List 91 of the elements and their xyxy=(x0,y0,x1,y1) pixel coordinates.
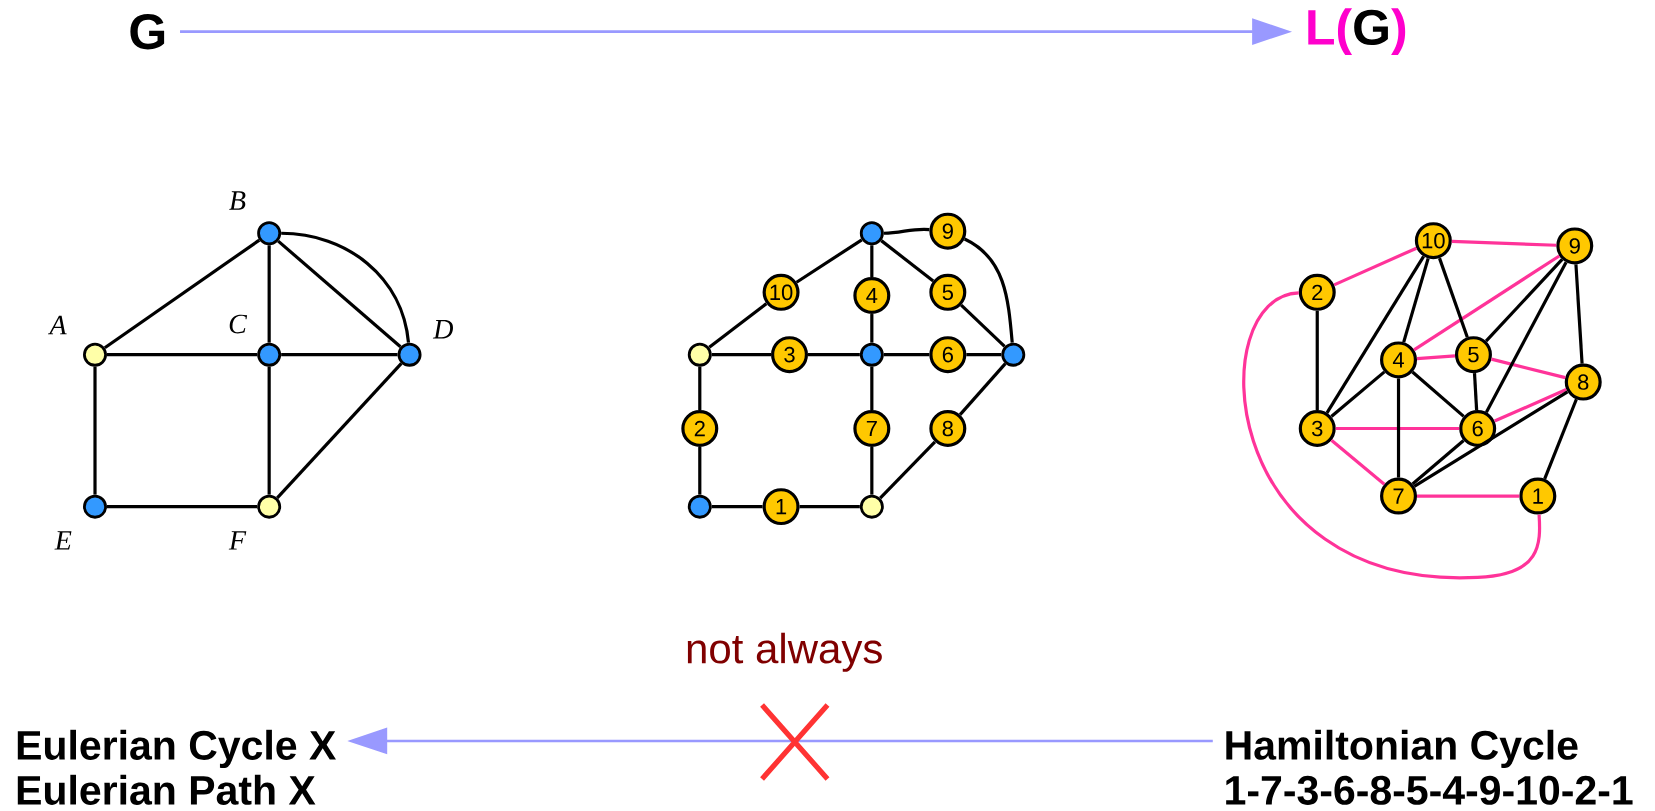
graph-edge xyxy=(870,447,874,495)
graph-edge xyxy=(708,302,768,349)
vertex-label: A xyxy=(48,316,67,335)
graph-edge xyxy=(1411,439,1465,486)
graph-edge xyxy=(1315,311,1319,411)
graph-edge xyxy=(870,366,874,411)
graph-edge xyxy=(1402,258,1430,343)
numbered-vertex: 7 xyxy=(1380,477,1417,515)
numbered-vertex: 9 xyxy=(1556,227,1594,265)
graph-edge xyxy=(966,353,1002,357)
graph-edge xyxy=(879,440,937,500)
graph-edge xyxy=(103,239,261,350)
numbered-vertex: 4 xyxy=(1380,341,1417,379)
numbered-vertex: 4 xyxy=(853,277,891,315)
vertex-dot xyxy=(687,494,712,519)
graph-edge xyxy=(1413,390,1569,488)
graph-edge xyxy=(1396,378,1401,478)
graph-edge xyxy=(711,505,763,509)
graph-edge xyxy=(1335,427,1460,431)
graph-edge xyxy=(1484,261,1568,414)
graph-edge xyxy=(281,231,411,344)
vertex-dot xyxy=(859,494,884,519)
numbered-vertex: 2 xyxy=(681,410,719,448)
vertex-dot xyxy=(687,342,712,367)
graph-edge xyxy=(107,353,258,357)
graph-title: L(G) xyxy=(1308,8,1406,56)
numbered-vertex: 6 xyxy=(929,336,967,374)
numbered-vertex: 1 xyxy=(1519,477,1557,515)
graph-edge xyxy=(1417,494,1520,498)
graph-edge xyxy=(267,366,271,495)
graph-edge xyxy=(276,362,403,500)
numbered-vertex: 5 xyxy=(1454,336,1492,374)
numbered-vertex: 5 xyxy=(929,274,967,312)
graph-edge xyxy=(799,505,860,509)
graph-edge xyxy=(1411,371,1465,418)
graph-edge xyxy=(1451,239,1557,248)
graph-edge xyxy=(281,353,398,357)
numbered-vertex: 8 xyxy=(929,410,967,448)
graph-edge xyxy=(267,245,271,343)
graph-edge xyxy=(958,362,1007,416)
vertex-label: E xyxy=(54,531,72,550)
graph-edge xyxy=(1242,291,1542,580)
numbered-vertex: 10 xyxy=(1414,222,1452,260)
graph-edge xyxy=(1330,370,1386,418)
numbered-vertex: 3 xyxy=(771,336,808,374)
graph-edge xyxy=(1491,357,1566,380)
graph-edge xyxy=(1330,439,1386,486)
graph-title: G xyxy=(130,14,165,50)
graph-edge xyxy=(1472,373,1479,411)
numbered-vertex: 10 xyxy=(762,274,800,312)
graph-edge xyxy=(1574,264,1584,364)
vertex-label: D xyxy=(432,320,453,339)
graph-edge xyxy=(963,237,1014,344)
graph-edge xyxy=(1493,388,1567,423)
graph-edge xyxy=(93,366,97,495)
numbered-vertex: 2 xyxy=(1298,274,1336,312)
graph-edge xyxy=(277,240,402,349)
numbered-vertex: 7 xyxy=(853,410,891,448)
graph-edge xyxy=(870,314,874,343)
vertex-dot xyxy=(1001,342,1026,367)
graph-edge xyxy=(698,447,702,495)
graph-edge xyxy=(795,238,863,284)
graph-edge xyxy=(1333,246,1418,287)
graph-edge xyxy=(870,245,874,278)
vertex-label: B xyxy=(229,191,246,210)
edge-label: not always xyxy=(683,630,886,675)
vertex-label: C xyxy=(229,314,248,334)
graph-edge xyxy=(1416,354,1456,361)
caption-text: Hamiltonian Cycle 1-7-3-6-8-5-4-9-10-2-1 xyxy=(1226,729,1633,806)
graph-edge xyxy=(1437,257,1469,338)
graph-edge xyxy=(808,353,860,357)
graph-edge xyxy=(960,304,1006,348)
numbered-vertex: 3 xyxy=(1298,410,1336,448)
graph-edge xyxy=(883,353,930,357)
graph-edge xyxy=(1484,258,1564,343)
numbered-vertex: 1 xyxy=(762,488,800,526)
numbered-vertex: 6 xyxy=(1459,410,1497,448)
graph-edge xyxy=(1325,255,1425,414)
graph-edge xyxy=(883,227,930,236)
caption-text: Eulerian Cycle X Eulerian Path X xyxy=(17,730,336,806)
numbered-vertex: 9 xyxy=(929,212,967,250)
graph-edge xyxy=(1413,254,1561,352)
vertex-dot xyxy=(859,342,884,367)
graph-edge xyxy=(107,505,258,509)
graph-edge xyxy=(880,239,935,283)
graph-edge xyxy=(711,353,771,357)
graph-edge xyxy=(698,366,702,411)
vertex-label: F xyxy=(228,531,247,550)
graph-edge xyxy=(1543,398,1578,480)
vertex-dot xyxy=(859,221,884,246)
numbered-vertex: 8 xyxy=(1564,363,1602,401)
